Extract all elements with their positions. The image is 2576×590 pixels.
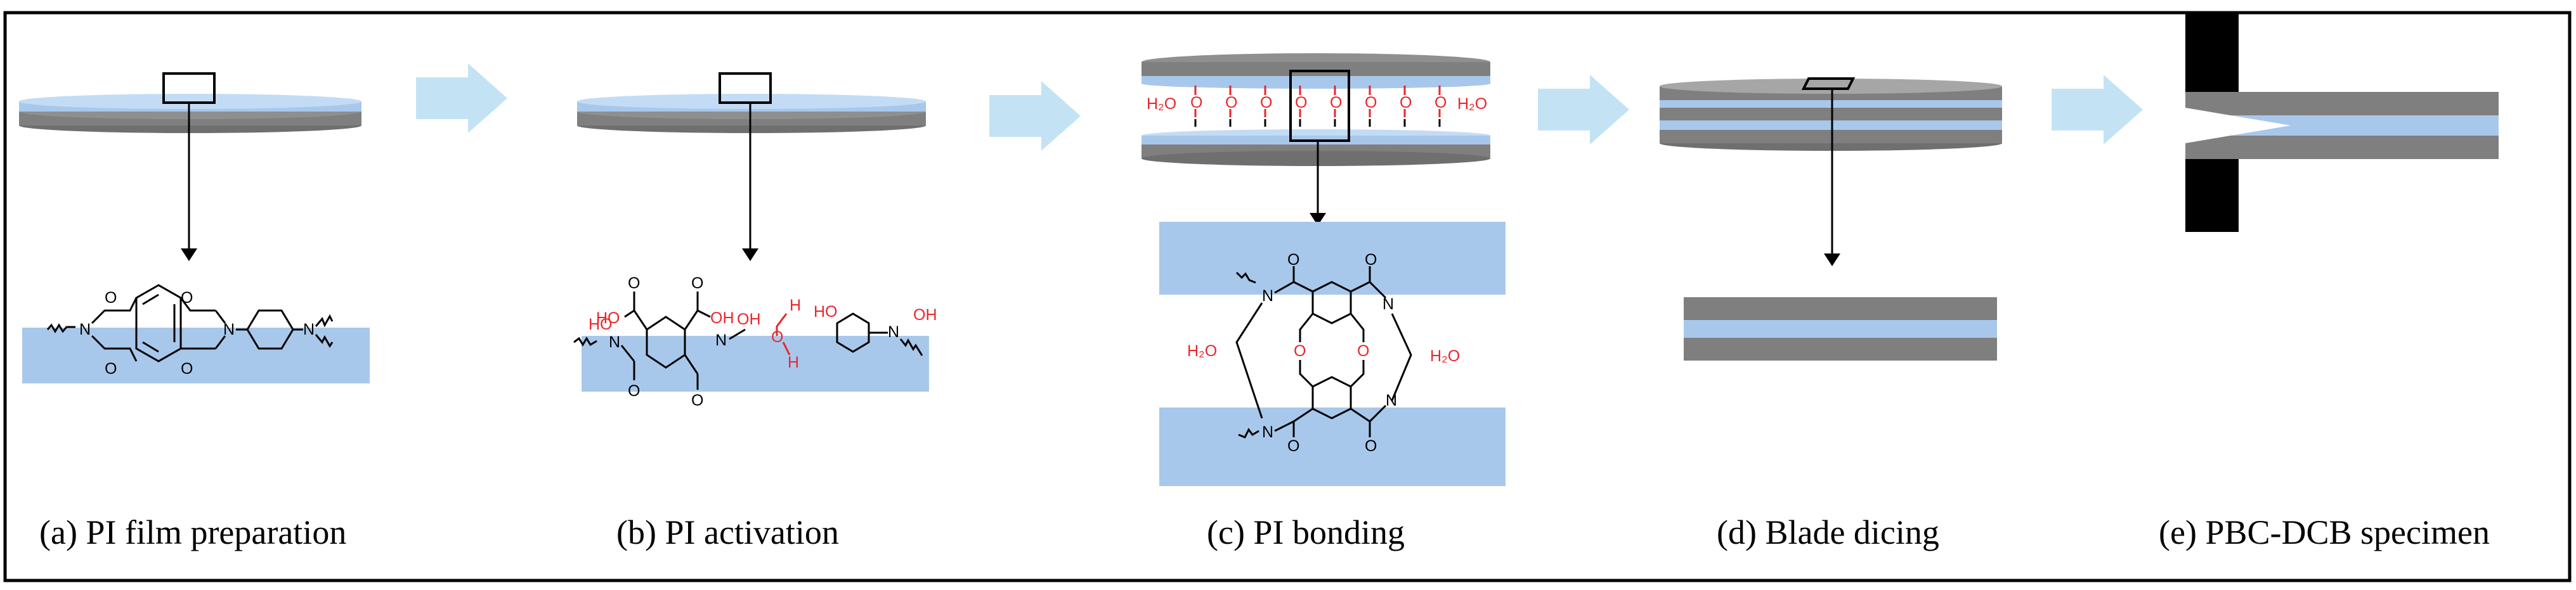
pi-film-strip-b [582, 336, 929, 392]
label-ho-b1: HO [589, 316, 613, 333]
interface-o-4: O [1295, 94, 1307, 112]
flow-arrow-3 [1538, 75, 1629, 144]
step-d-blade-dicing [1660, 77, 2002, 361]
atom-o-c5: O [1287, 437, 1299, 455]
atom-n-a3: N [303, 321, 315, 338]
interface-o-1: O [1190, 94, 1202, 112]
zoom-window-b [719, 72, 772, 104]
atom-o-b1: O [628, 382, 640, 400]
interface-o-3: O [1260, 94, 1272, 112]
water-label-c-left: H₂O [1187, 342, 1217, 360]
atom-o-c3: O [1294, 342, 1306, 360]
flow-arrow-2 [989, 81, 1081, 151]
label-oh-b2: OH [737, 311, 761, 328]
specimen-bottom-arm [2185, 136, 2499, 159]
wafer-b [577, 94, 926, 133]
atom-o-c1: O [1287, 251, 1299, 269]
atom-o-c2: O [1365, 251, 1377, 269]
pi-molecule-a: N O O O O N N [46, 284, 334, 378]
atom-o-b4: O [691, 392, 703, 409]
water-label-interface-right: H₂O [1457, 95, 1487, 113]
atom-n-c2: N [1382, 295, 1394, 313]
atom-n-b1: N [609, 333, 620, 351]
caption-step-b: (b) PI activation [616, 513, 839, 551]
interface-o-5: O [1330, 94, 1342, 112]
label-h-b2: H [788, 354, 799, 371]
bonded-wafer-top [1142, 53, 1490, 89]
step-a-film-preparation: N O O O O N N [19, 72, 370, 383]
label-ho-b2: HO [596, 309, 620, 327]
atom-n-a2: N [223, 321, 235, 338]
atom-n-a1: N [79, 321, 91, 338]
atom-o-a2: O [105, 360, 117, 378]
arrow-head-c [1310, 213, 1326, 226]
atom-n-c1: N [1262, 287, 1273, 305]
step-e-specimen [2185, 14, 2499, 232]
pi-film-strip-c-top [1159, 222, 1506, 295]
diced-strip [1684, 297, 1997, 361]
atom-n-b2: N [715, 331, 727, 349]
arrow-head-a [181, 248, 197, 261]
interface-o-6: O [1365, 94, 1377, 112]
interface-bonds: O O O O O O O O H₂O H₂O [1147, 86, 1487, 127]
arrow-head-d [1824, 253, 1840, 266]
interface-o-7: O [1400, 94, 1412, 112]
label-ho-b3: HO [814, 303, 838, 321]
atom-o-c6: O [1365, 437, 1377, 455]
atom-o-a1: O [105, 289, 117, 307]
caption-step-c: (c) PI bonding [1207, 513, 1405, 551]
figure-frame [3, 11, 2572, 582]
specimen-crack-wedge [2185, 108, 2291, 143]
atom-n-c3: N [1262, 423, 1273, 441]
flow-arrow-4 [2052, 75, 2143, 144]
specimen-top-arm [2185, 92, 2499, 115]
caption-step-a: (a) PI film preparation [39, 513, 346, 551]
pi-film-strip-a [22, 328, 370, 383]
atom-o-c4: O [1357, 342, 1369, 360]
atom-o-a3: O [181, 289, 193, 307]
atom-n-b3: N [888, 323, 899, 341]
water-label-interface-left: H₂O [1147, 95, 1176, 113]
caption-step-e: (e) PBC-DCB specimen [2159, 513, 2490, 551]
atom-o-b2: O [628, 274, 640, 292]
flow-arrow-1 [416, 63, 507, 133]
interface-o-2: O [1225, 94, 1237, 112]
zoom-window-c [1289, 70, 1350, 142]
dicing-cut-window [1801, 77, 1856, 90]
water-label-c-right: H₂O [1430, 347, 1460, 365]
bonded-stack-d [1660, 79, 2002, 151]
step-c-bonding: O O O O O O O O H₂O H₂O N O O N O O [1142, 53, 1506, 486]
atom-o-a4: O [181, 360, 193, 378]
step-b-activation: HO N O HO O O OH O N OH H O H HO N OH [573, 72, 937, 409]
pi-molecule-b: HO N O HO O O OH O N OH H O H HO N OH [573, 274, 937, 409]
interface-o-8: O [1434, 94, 1447, 112]
crosslinked-molecule-c: N O O N O O O N O N H₂O H₂O [1187, 251, 1460, 455]
caption-step-d: (d) Blade dicing [1717, 513, 1939, 551]
arrow-head-b [742, 248, 758, 261]
bonded-wafer-bottom [1142, 129, 1490, 166]
wafer-a [19, 94, 361, 133]
atom-o-b3: O [691, 274, 703, 292]
label-h-b1: H [790, 297, 801, 314]
label-o-b1: O [771, 328, 783, 346]
pi-film-strip-c-bottom [1159, 407, 1506, 486]
label-oh-b3: OH [913, 306, 937, 324]
label-oh-b1: OH [710, 309, 734, 327]
